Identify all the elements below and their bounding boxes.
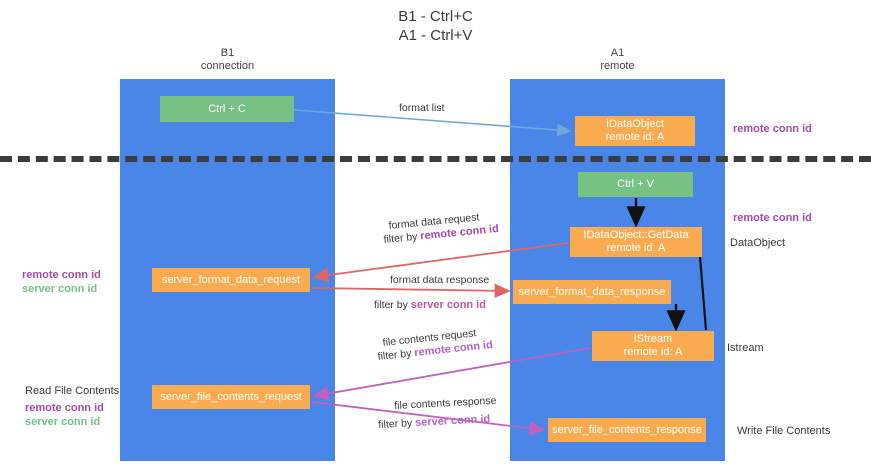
node-server-format-data-request-label: server_format_data_request: [161, 273, 301, 286]
annotation-remote-conn-id-left: remote conn id: [22, 269, 101, 281]
edge-label-format-list: format list: [399, 101, 445, 115]
page-title: B1 - Ctrl+C A1 - Ctrl+V: [0, 7, 871, 45]
edge-label-file-contents-response-filter: filter by server conn id: [378, 412, 491, 432]
annotation-remote-conn-id-top: remote conn id: [733, 123, 812, 135]
annotation-left-conn-ids-upper: remote conn id server conn id: [22, 268, 101, 296]
annotation-server-conn-id-left: server conn id: [22, 283, 98, 295]
filter-prefix: filter by: [383, 230, 421, 246]
edge-label-format-data-response-text: format data response: [390, 274, 490, 286]
node-server-file-contents-response-label: server_file_contents_response: [552, 423, 702, 436]
filter-prefix: filter by: [378, 417, 416, 431]
node-ctrl-c[interactable]: Ctrl + C: [160, 96, 294, 122]
node-idataobject-line1: IDataObject: [605, 118, 665, 130]
title-line-2: A1 - Ctrl+V: [398, 27, 473, 44]
node-getdata-line2: remote id: A: [606, 242, 666, 254]
annotation-server-conn-id-left-2: server conn id: [25, 416, 101, 428]
edge-label-file-contents-response: file contents response: [394, 394, 497, 413]
node-istream-line1: IStream: [633, 333, 673, 345]
node-istream-line2: remote id: A: [623, 346, 683, 358]
annotation-write-file-contents: Write File Contents: [737, 425, 831, 437]
lane-header-b1-sub: connection: [200, 60, 255, 72]
lane-header-a1: A1 remote: [510, 47, 725, 73]
filter-prefix: filter by: [377, 347, 415, 363]
lane-header-a1-sub: remote: [600, 60, 635, 72]
edge-label-format-data-response: format data response: [390, 273, 489, 287]
annotation-remote-conn-id-left-2: remote conn id: [25, 402, 104, 414]
filter-key-server-conn-id: server conn id: [410, 299, 486, 311]
node-server-file-contents-response[interactable]: server_file_contents_response: [548, 418, 706, 442]
node-server-format-data-response[interactable]: server_format_data_response: [513, 280, 671, 304]
node-server-file-contents-request[interactable]: server_file_contents_request: [152, 385, 310, 409]
annotation-dataobject: DataObject: [730, 237, 786, 249]
edge-label-file-contents-response-text: file contents response: [394, 394, 497, 412]
annotation-istream: Istream: [727, 342, 764, 354]
annotation-remote-conn-id-mid: remote conn id: [733, 212, 812, 224]
node-ctrl-v-label: Ctrl + V: [617, 178, 654, 190]
title-line-1: B1 - Ctrl+C: [398, 8, 473, 25]
node-idataobject-line2: remote id: A: [605, 131, 665, 143]
lane-header-b1: B1 connection: [120, 47, 335, 73]
node-idataobject[interactable]: IDataObject remote id: A: [575, 116, 695, 146]
node-ctrl-v[interactable]: Ctrl + V: [578, 172, 693, 197]
annotation-read-file-contents: Read File Contents: [25, 385, 120, 397]
edge-format-data-response: [311, 283, 511, 298]
filter-prefix: filter by: [374, 299, 411, 311]
node-server-format-data-request[interactable]: server_format_data_request: [152, 268, 310, 292]
lane-header-b1-name: B1: [220, 47, 235, 59]
node-server-format-data-response-label: server_format_data_response: [518, 285, 666, 298]
node-istream[interactable]: IStream remote id: A: [592, 331, 714, 361]
section-divider: [0, 156, 871, 162]
filter-key-server-conn-id: server conn id: [414, 413, 491, 430]
edge-label-format-list-text: format list: [399, 102, 445, 114]
node-server-file-contents-request-label: server_file_contents_request: [160, 390, 302, 403]
edge-label-format-data-response-filter: filter by server conn id: [374, 298, 486, 312]
annotation-left-conn-ids-lower: remote conn id server conn id: [25, 401, 104, 429]
lane-header-a1-name: A1: [610, 47, 625, 59]
node-getdata[interactable]: IDataObject::GetData remote id: A: [570, 227, 702, 257]
node-getdata-line1: IDataObject::GetData: [583, 229, 689, 241]
node-ctrl-c-label: Ctrl + C: [208, 102, 246, 115]
